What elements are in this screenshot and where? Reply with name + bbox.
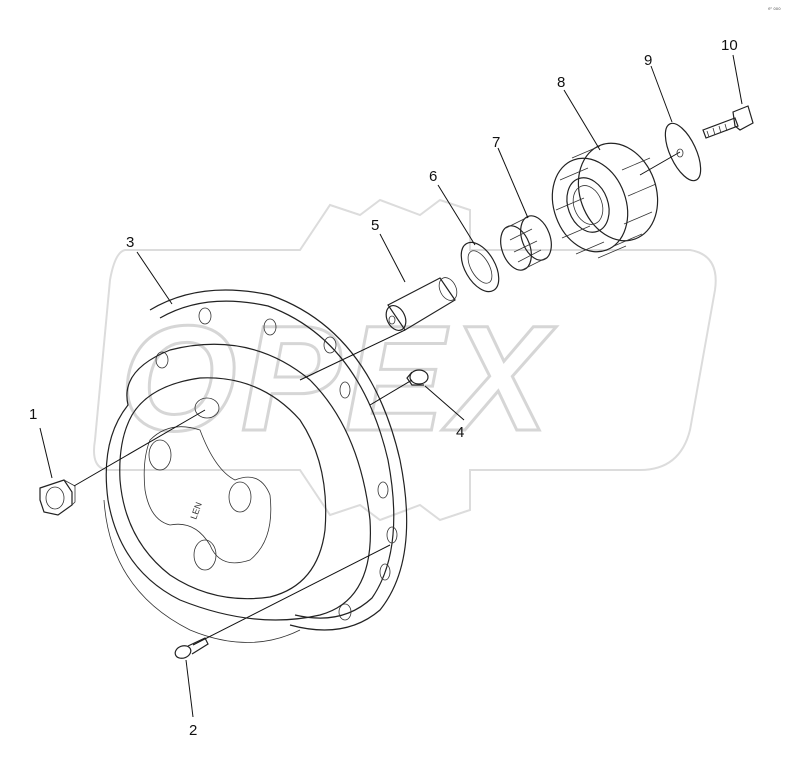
watermark-text: OPEX bbox=[120, 294, 557, 462]
part-2-screw bbox=[174, 637, 209, 659]
part-7-needle-bearing bbox=[500, 215, 552, 271]
part-9-thrust-washer bbox=[664, 122, 702, 182]
leader-lines bbox=[39, 54, 743, 718]
callout-9: 9 bbox=[644, 52, 652, 69]
callout-7: 7 bbox=[492, 134, 500, 151]
callout-10: 10 bbox=[721, 37, 738, 54]
callout-4: 4 bbox=[456, 424, 464, 441]
part-3-hub-housing: LEN bbox=[103, 289, 408, 643]
engraving-text: LEN bbox=[188, 501, 203, 521]
callouts: 1 2 3 4 5 6 7 8 9 10 bbox=[29, 37, 738, 739]
callout-8: 8 bbox=[557, 74, 565, 91]
part-10-bolt bbox=[702, 105, 754, 139]
part-6-washer bbox=[460, 241, 500, 293]
callout-1: 1 bbox=[29, 406, 37, 423]
part-5-pin bbox=[385, 277, 458, 331]
watermark: OPEX bbox=[93, 198, 717, 522]
flange-bolt-holes bbox=[155, 307, 398, 621]
part-1-plug bbox=[39, 479, 76, 516]
part-8-gear bbox=[551, 142, 659, 259]
callout-2: 2 bbox=[189, 722, 197, 739]
callout-6: 6 bbox=[429, 168, 437, 185]
corner-mark: e⁰ ooo bbox=[768, 6, 781, 11]
callout-3: 3 bbox=[126, 234, 134, 251]
callout-5: 5 bbox=[371, 217, 379, 234]
